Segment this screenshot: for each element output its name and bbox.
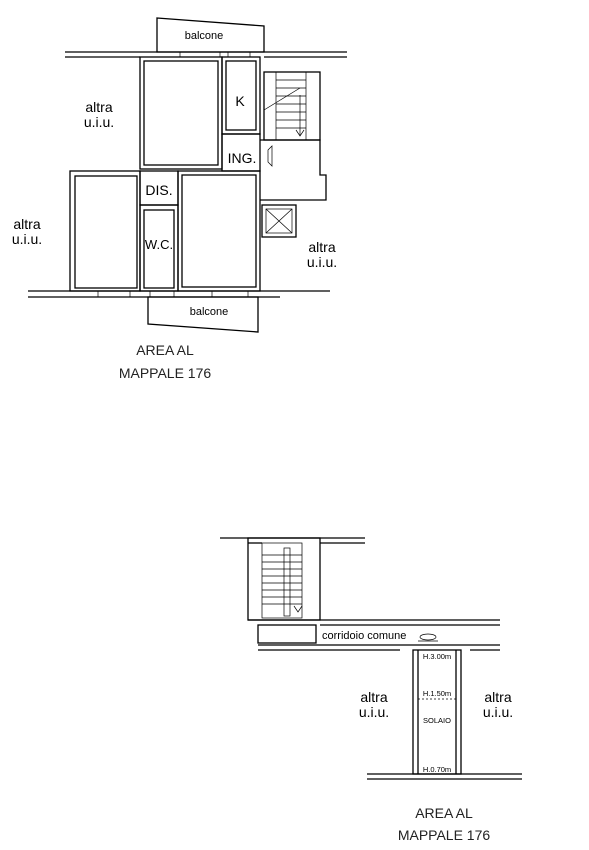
room-left	[69, 170, 141, 292]
label-wc: W.C.	[145, 237, 173, 252]
lift-shaft	[261, 204, 297, 238]
label-other-unit-2a: altra	[13, 216, 40, 232]
label-other-unit-4a: altra	[360, 689, 387, 705]
room-living-upper	[139, 56, 223, 170]
stair-treads	[276, 79, 306, 129]
upper-floor-plan: balcone balcone K ING. DIS. W.C. altra u…	[12, 17, 347, 381]
corridor-fixture	[419, 633, 437, 641]
label-other-unit-2b: u.i.u.	[12, 231, 42, 247]
label-other-unit-1b: u.i.u.	[84, 114, 114, 130]
label-other-unit-4b: u.i.u.	[359, 704, 389, 720]
stairwell-upper	[263, 71, 321, 141]
window-bottom-right	[211, 290, 249, 298]
label-area-upper-1: AREA AL	[136, 342, 194, 358]
label-dis: DIS.	[145, 182, 172, 198]
label-height-top: H.3.00m	[423, 652, 451, 661]
label-area-upper-2: MAPPALE 176	[119, 365, 212, 381]
label-balcony-top: balcone	[185, 30, 224, 42]
lower-floor-plan: corridoio comune H.3.00m H.1.50m SOLAIO …	[220, 537, 522, 843]
window-top	[179, 51, 221, 58]
label-height-mid: H.1.50m	[423, 689, 451, 698]
window-bottom-wc	[149, 290, 175, 298]
label-height-bottom: H.0.70m	[423, 765, 451, 774]
label-attic: SOLAIO	[423, 716, 451, 725]
label-other-unit-3a: altra	[308, 239, 335, 255]
stair-arrow	[295, 129, 305, 137]
window-top-kitchen	[227, 51, 251, 58]
label-other-unit-5a: altra	[484, 689, 511, 705]
label-corridor: corridoio comune	[322, 630, 406, 642]
room-right-lower	[177, 170, 261, 292]
label-area-lower-2: MAPPALE 176	[398, 827, 491, 843]
corridor-landing	[257, 624, 317, 644]
label-area-lower-1: AREA AL	[415, 805, 473, 821]
label-other-unit-3b: u.i.u.	[307, 254, 337, 270]
window-bottom-left	[97, 290, 131, 298]
label-balcony-bottom: balcone	[190, 306, 229, 318]
label-other-unit-5b: u.i.u.	[483, 704, 513, 720]
balcony-bottom-outline	[147, 296, 259, 333]
label-kitchen: K	[235, 93, 245, 109]
label-other-unit-1a: altra	[85, 99, 112, 115]
label-entrance: ING.	[228, 150, 257, 166]
room-attic	[412, 649, 462, 775]
landing	[260, 139, 327, 201]
door-symbol	[267, 145, 273, 167]
